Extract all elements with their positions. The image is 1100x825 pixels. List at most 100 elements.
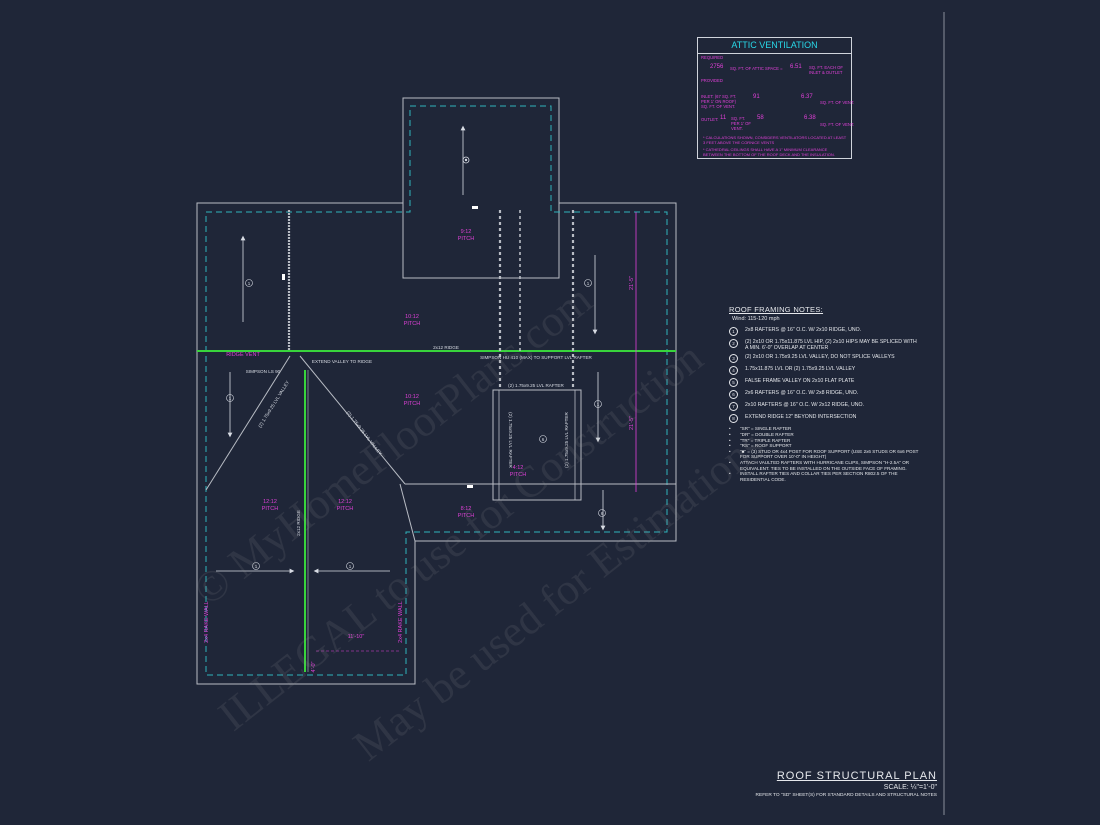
framing-note-number: 1 [729,327,738,336]
outlet-qty: 11 [720,115,727,121]
eave-line-dashed [205,105,668,676]
svg-text:1: 1 [587,281,590,286]
ridge-2x12-label: 2x12 RIDGE [433,345,459,350]
framing-notes-wind: Wind: 115-120 mph [732,316,780,322]
valley-line-left [205,355,291,491]
lvl-rafter-vert-label-2: (2) 1.75x9.25 LVL RAFTER [564,411,569,467]
framing-note-number: 6 [729,390,738,400]
note-marker-6a: 6 [539,435,547,443]
pitch-label-12-12b: 12:12 [338,499,352,505]
inlet-qty: 91 [753,94,760,100]
pitch-label-10-12b: 10:12 [405,394,419,400]
vent-footnote-1: * CALCULATIONS SHOWN, CONSIDERS VENTILAT… [703,135,847,145]
pitch-label-9-12: 9:12 [461,229,472,235]
framing-note-number: 4 [729,366,738,376]
pitch-label-8-12: 8:12 [461,506,472,512]
framing-notes-title: ROOF FRAMING NOTES: [729,305,824,314]
framing-note-number: 7 [729,402,738,412]
inner-4-12-box [492,389,582,501]
note-marker-1d: 1 [594,400,602,408]
framing-note-1: 1 2x8 RAFTERS @ 16" O.C. W/ 2x10 RIDGE, U… [729,327,919,336]
required-val: 6.51 [790,64,802,70]
outlet-text: OUTLET: [701,117,719,122]
vent-symbol [462,156,470,164]
framing-note-3: 3 (2) 2x10 OR 1.75x9.25 LVL VALLEY, DO NO… [729,354,919,364]
svg-text:6: 6 [542,437,545,442]
pitch-word-8-12: PITCH [458,513,475,519]
attic-ventilation-table: ATTIC VENTILATION REQUIRED 2756 SQ. FT. … [697,37,855,159]
note-marker-1e: 1 [252,562,260,570]
dim-label-1: 21'-5" [629,276,635,290]
bullet-dot: • [729,426,731,432]
framing-note-text: (2) 2x10 OR 1.75x9.25 LVL VALLEY, DO NOT… [745,354,895,361]
svg-text:1: 1 [597,402,600,407]
framing-bullet: •"RS" = ROOF SUPPORT [729,443,919,449]
framing-bullet-text: "TR" = TRIPLE RAFTER [740,437,791,443]
inlet-text: INLET: (67 SQ. FT. PER 1' ON ROOF) SQ. F… [701,94,737,109]
framing-bullet-text: INSTALL RAFTER TIES AND COLLAR TIES PER … [740,471,898,482]
bullet-dot: • [729,443,731,449]
inlet-unit: SQ. FT. OF VENT. [820,100,855,105]
provided-label: PROVIDED [701,78,723,83]
dim-label-3: 11'-10" [348,634,365,640]
svg-text:6: 6 [601,511,604,516]
plan-scale: SCALE: ¼"=1'-0" [883,784,937,791]
title-block: ROOF STRUCTURAL PLAN SCALE: ¼"=1'-0" REF… [740,770,937,798]
bullet-dot: • [729,448,731,454]
post-symbol-1 [472,206,478,209]
required-each: SQ. FT. EACH OF INLET & OUTLET [809,65,843,75]
framing-bullet: •ATTACH VAULTED RAFTERS WITH HURRICANE C… [729,460,919,471]
plan-refer-note: REFER TO "SD" SHEET(S) FOR STANDARD DETA… [755,793,937,798]
pitch-word-12-12b: PITCH [337,506,354,512]
note-marker-1b: 1 [584,279,592,287]
hip-diagonal [399,483,416,542]
pitch-word-10-12b: PITCH [404,401,421,407]
extend-valley-label: EXTEND VALLEY TO RIDGE [312,359,372,364]
note-marker-1f: 1 [346,562,354,570]
vent-footnote-2: * CATHEDRAL CEILINGS SHALL HAVE A 1" MIN… [703,147,835,157]
svg-text:1: 1 [255,564,258,569]
bullet-dot: • [729,432,731,437]
framing-note-number: 3 [729,354,738,364]
framing-note-text: (2) 2x10 OR 1.75x11.875 LVL HIP, (2) 2x1… [745,339,917,352]
framing-bullet-text: "■" = (3) STUD OR 4x4 POST FOR ROOF SUPP… [740,448,919,460]
required-label: REQUIRED [701,55,724,60]
framing-note-text: 2x8 RAFTERS @ 16" O.C. W/ 2x10 RIDGE, UN… [745,327,862,333]
bullet-dot: • [729,471,731,477]
framing-bullet: • "■" = (3) STUD OR 4x4 POST FOR ROOF SUP… [729,449,919,460]
framing-bullet: • INSTALL RAFTER TIES AND COLLAR TIES PER… [729,471,919,482]
simpson-hu-label: SIMPSON HU 410 (MAX) TO SUPPORT LVL RAFT… [480,355,592,360]
plan-title: ROOF STRUCTURAL PLAN [776,770,937,782]
bullet-dot: • [729,437,731,443]
framing-bullet: • "DR" = DOUBLE RAFTER [729,432,919,438]
pitch-label-4-12: 4:12 [513,465,524,471]
svg-text:1: 1 [229,396,232,401]
pitch-word-4-12: PITCH [510,472,527,478]
outlet-unit: SQ. FT. OF VENT. [820,122,855,127]
note-marker-1a: 1 [245,279,253,287]
pitch-label-10-12a: 10:12 [405,314,419,320]
upper-box-wall [402,97,560,279]
framing-note-text: 1.75x11.875 LVL OR (2) 1.75x9.25 LVL VAL… [745,366,856,373]
required-text: SQ. FT. OF ATTIC SPACE = [730,66,783,71]
framing-bullet-text: "DR" = DOUBLE RAFTER [740,432,794,437]
required-sqft: 2756 [710,64,724,70]
ridge-2x12-vert-label: 2x12 RIDGE [296,510,301,536]
outlet-val: 6.38 [804,115,816,121]
svg-text:1: 1 [349,564,352,569]
svg-text:1: 1 [248,281,251,286]
lvl-rafter-label: (2) 1.75x9.25 LVL RAFTER [508,383,564,388]
framing-note-number: 2 [729,339,738,348]
left-wall-label: 2x4 RAKE WALL [204,601,210,643]
note-marker-1c: 1 [226,394,234,402]
attic-ventilation-title: ATTIC VENTILATION [698,38,851,54]
framing-note-text: FALSE FRAME VALLEY ON 2x10 FLAT PLATE [745,378,855,385]
framing-bullet: •"SR" = SINGLE RAFTER [729,426,919,432]
lvl-valley-label-1: (2) 1.75x9.25 LVL VALLEY [257,380,290,429]
framing-note-text: EXTEND RIDGE 12" BEYOND INTERSECTION [745,414,857,421]
roof-framing-notes: ROOF FRAMING NOTES: Wind: 115-120 mph 1 2… [729,305,919,482]
framing-note-4: 4 1.75x11.875 LVL OR (2) 1.75x9.25 LVL VA… [729,366,919,376]
